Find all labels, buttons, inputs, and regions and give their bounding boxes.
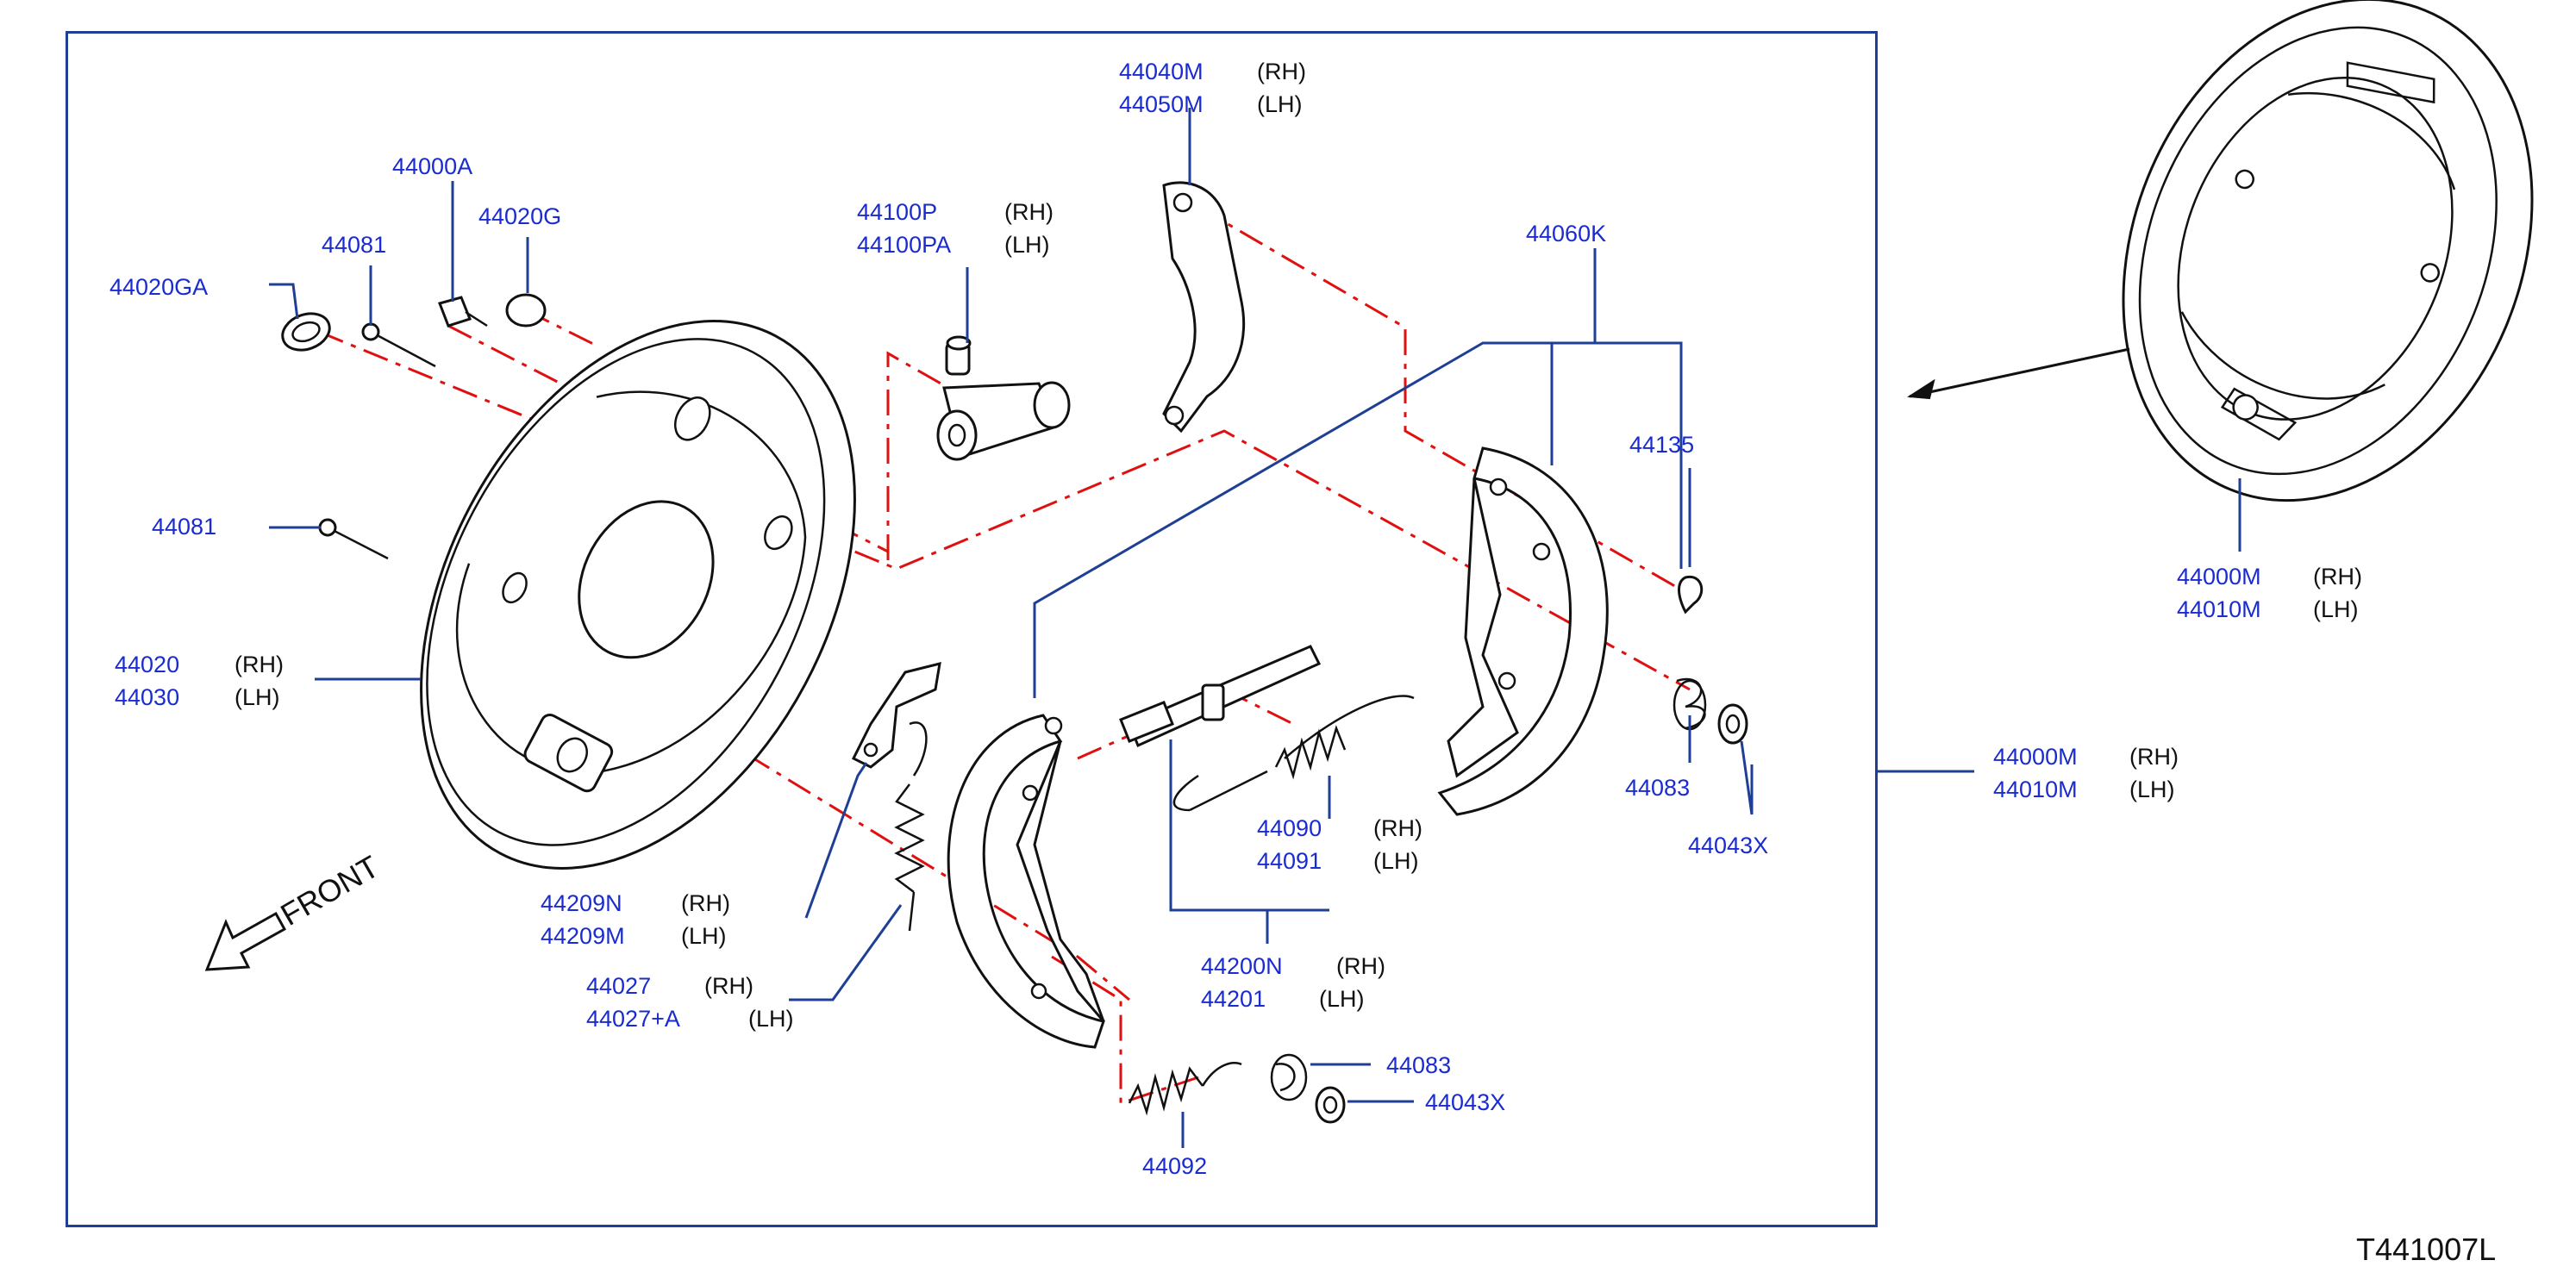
part-labels: 44040M (RH) 44050M (LH) 44100P (RH) 4410… [109,59,2496,1267]
label-44020g[interactable]: 44020G [478,203,561,229]
return-spring-lower[interactable] [1128,1062,1242,1116]
side-rh: (RH) [1257,59,1306,84]
label-44090[interactable]: 44090 [1257,815,1322,841]
side-lh: (LH) [1319,986,1365,1012]
label-44091[interactable]: 44091 [1257,848,1322,874]
label-44027a[interactable]: 44027+A [586,1006,680,1032]
label-44092[interactable]: 44092 [1142,1153,1207,1179]
label-44000m[interactable]: 44000M [1993,744,2078,770]
label-44100pa[interactable]: 44100PA [857,232,951,258]
front-label: FRONT [275,848,385,933]
label-44010m-assembly[interactable]: 44010M [2177,596,2261,622]
wheel-cylinder[interactable] [936,335,1071,461]
backing-plate[interactable] [333,247,943,943]
side-rh: (RH) [2129,744,2179,770]
side-lh: (LH) [748,1006,794,1032]
side-lh: (LH) [234,684,280,710]
front-arrow-icon [204,911,287,971]
pin-44081-mid[interactable] [318,518,389,560]
label-44083-right[interactable]: 44083 [1625,775,1690,801]
parking-lever[interactable] [851,661,941,769]
adjuster-lever[interactable] [1162,181,1246,434]
label-44000m-assembly[interactable]: 44000M [2177,564,2261,590]
diagram-id: T441007L [2356,1232,2496,1267]
side-rh: (RH) [234,652,284,677]
label-44050m[interactable]: 44050M [1119,91,1204,117]
label-44020[interactable]: 44020 [115,652,179,677]
label-44209n[interactable]: 44209N [541,890,622,916]
side-lh: (LH) [1373,848,1419,874]
side-lh: (LH) [2313,596,2359,622]
side-lh: (LH) [1257,91,1303,117]
side-rh: (RH) [1373,815,1422,841]
label-44000a[interactable]: 44000A [392,153,472,179]
side-lh: (LH) [681,923,727,949]
label-44043x-bottom[interactable]: 44043X [1425,1089,1505,1115]
label-44043x-right[interactable]: 44043X [1688,833,1768,858]
side-rh: (RH) [1336,953,1385,979]
retainer-44043x-bottom[interactable] [1315,1086,1346,1124]
bolt-44000a[interactable] [438,296,488,328]
label-44081-mid[interactable]: 44081 [152,514,216,540]
retainer-44043x-right[interactable] [1717,703,1748,745]
label-44135[interactable]: 44135 [1629,432,1694,458]
label-44100p[interactable]: 44100P [857,199,937,225]
label-44020ga[interactable]: 44020GA [109,274,208,300]
side-rh: (RH) [2313,564,2362,590]
pin-44081-top[interactable] [361,322,436,368]
label-44201[interactable]: 44201 [1201,986,1266,1012]
brake-assembly-thumbnail[interactable] [2051,0,2576,562]
centerline-cylinder [886,351,949,560]
diagram-frame [66,31,1878,1227]
centerline-lever [1197,205,1691,596]
adjuster-strut[interactable] [1119,645,1322,748]
brake-shoe-right[interactable] [1437,446,1609,816]
label-44200n[interactable]: 44200N [1201,953,1283,979]
anchor-spring[interactable] [894,721,928,932]
side-lh: (LH) [1004,232,1050,258]
side-rh: (RH) [681,890,730,916]
spring-44083-bottom[interactable] [1270,1053,1308,1101]
label-44010m[interactable]: 44010M [1993,777,2078,802]
label-44027[interactable]: 44027 [586,973,651,999]
label-44030[interactable]: 44030 [115,684,179,710]
label-44040m[interactable]: 44040M [1119,59,1204,84]
return-spring-upper[interactable] [1172,695,1415,812]
centerline-lower [499,602,1130,1001]
plug-44020ga[interactable] [278,308,335,357]
label-44060k[interactable]: 44060K [1526,221,1606,246]
side-lh: (LH) [2129,777,2175,802]
side-rh: (RH) [1004,199,1054,225]
cap-44020g[interactable] [505,293,547,328]
label-44209m[interactable]: 44209M [541,923,625,949]
label-44083-bottom[interactable]: 44083 [1386,1052,1451,1078]
brake-shoe-left[interactable] [947,714,1105,1049]
centerline-spring [1051,955,1199,1106]
assembly-arrow [1906,347,2130,400]
side-rh: (RH) [704,973,753,999]
pin-clip-44135[interactable] [1678,575,1704,615]
label-44081-top[interactable]: 44081 [322,232,386,258]
leader-lines [269,108,2241,1148]
